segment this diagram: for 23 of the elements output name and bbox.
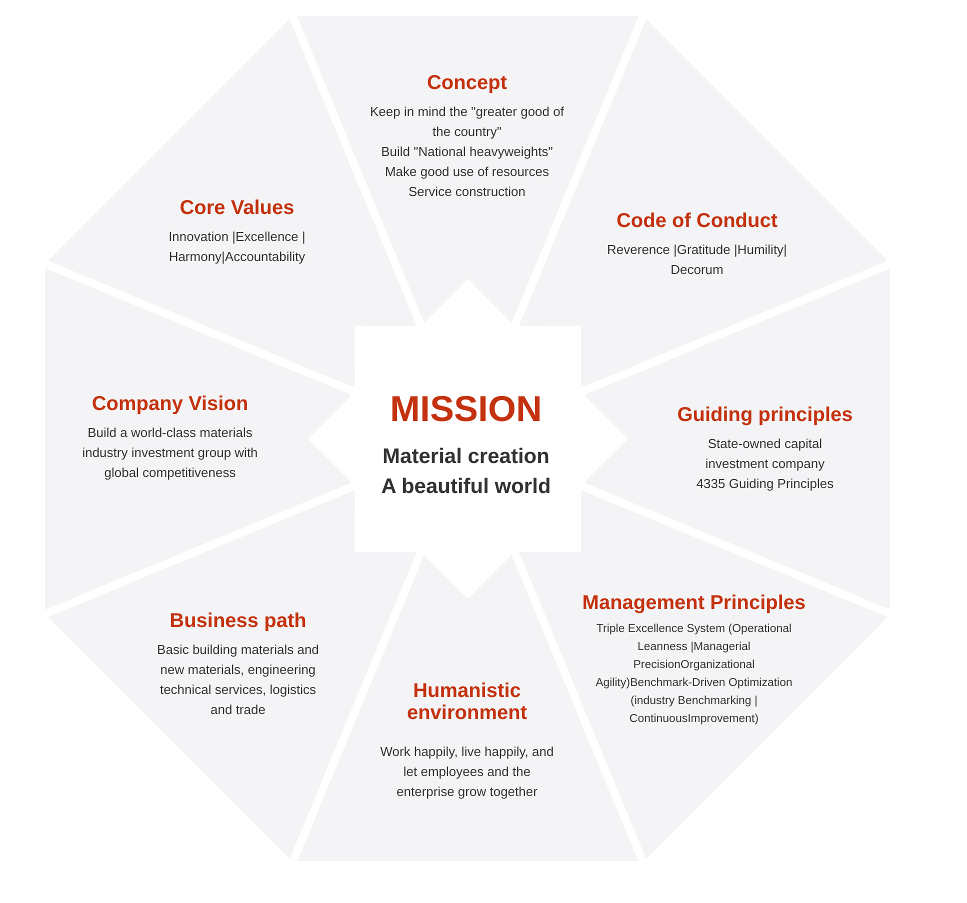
description-text: Build "National heavyweights": [381, 143, 553, 161]
description-text: 4335 Guiding Principles: [696, 474, 834, 493]
slogan-text: A beautiful world: [381, 474, 551, 500]
heading: Guiding principles: [677, 404, 853, 426]
description-text: Innovation |Excellence | Harmony|Accountability: [168, 228, 306, 266]
heading: MISSION: [390, 388, 542, 430]
heading: Business path: [170, 610, 306, 632]
description-text: Keep in mind the "greater good of the country": [369, 103, 565, 141]
description-text: Work happily, live happily, and let employees and the enterprise grow together: [379, 742, 555, 801]
heading: Code of Conduct: [616, 210, 778, 232]
description-text: Reverence |Gratitude |Humility| Decorum: [606, 240, 788, 279]
slogan-text: Material creation: [382, 444, 550, 470]
heading: Humanistic environment: [406, 680, 528, 724]
description-text: Service construction: [408, 183, 526, 201]
heading: Management Principles: [582, 592, 806, 614]
description-text: Build a world-class materials industry investment group with global competitiveness: [81, 424, 259, 482]
description-text: State-owned capital investment company: [704, 434, 826, 473]
description-text: Make good use of resources: [384, 163, 549, 181]
description-text: Basic building materials and new materials, engineering technical services, logistics and trade: [156, 640, 320, 719]
heading: Concept: [426, 72, 507, 94]
heading: Company Vision: [92, 392, 248, 415]
description-text: Triple Excellence System (Operational Leanness |Managerial PrecisionOrganizational Agility)Benchmark-Driven Optimization (industry Benchmarking | ContinuousImprovement): [594, 622, 794, 727]
heading: Core Values: [180, 196, 294, 219]
